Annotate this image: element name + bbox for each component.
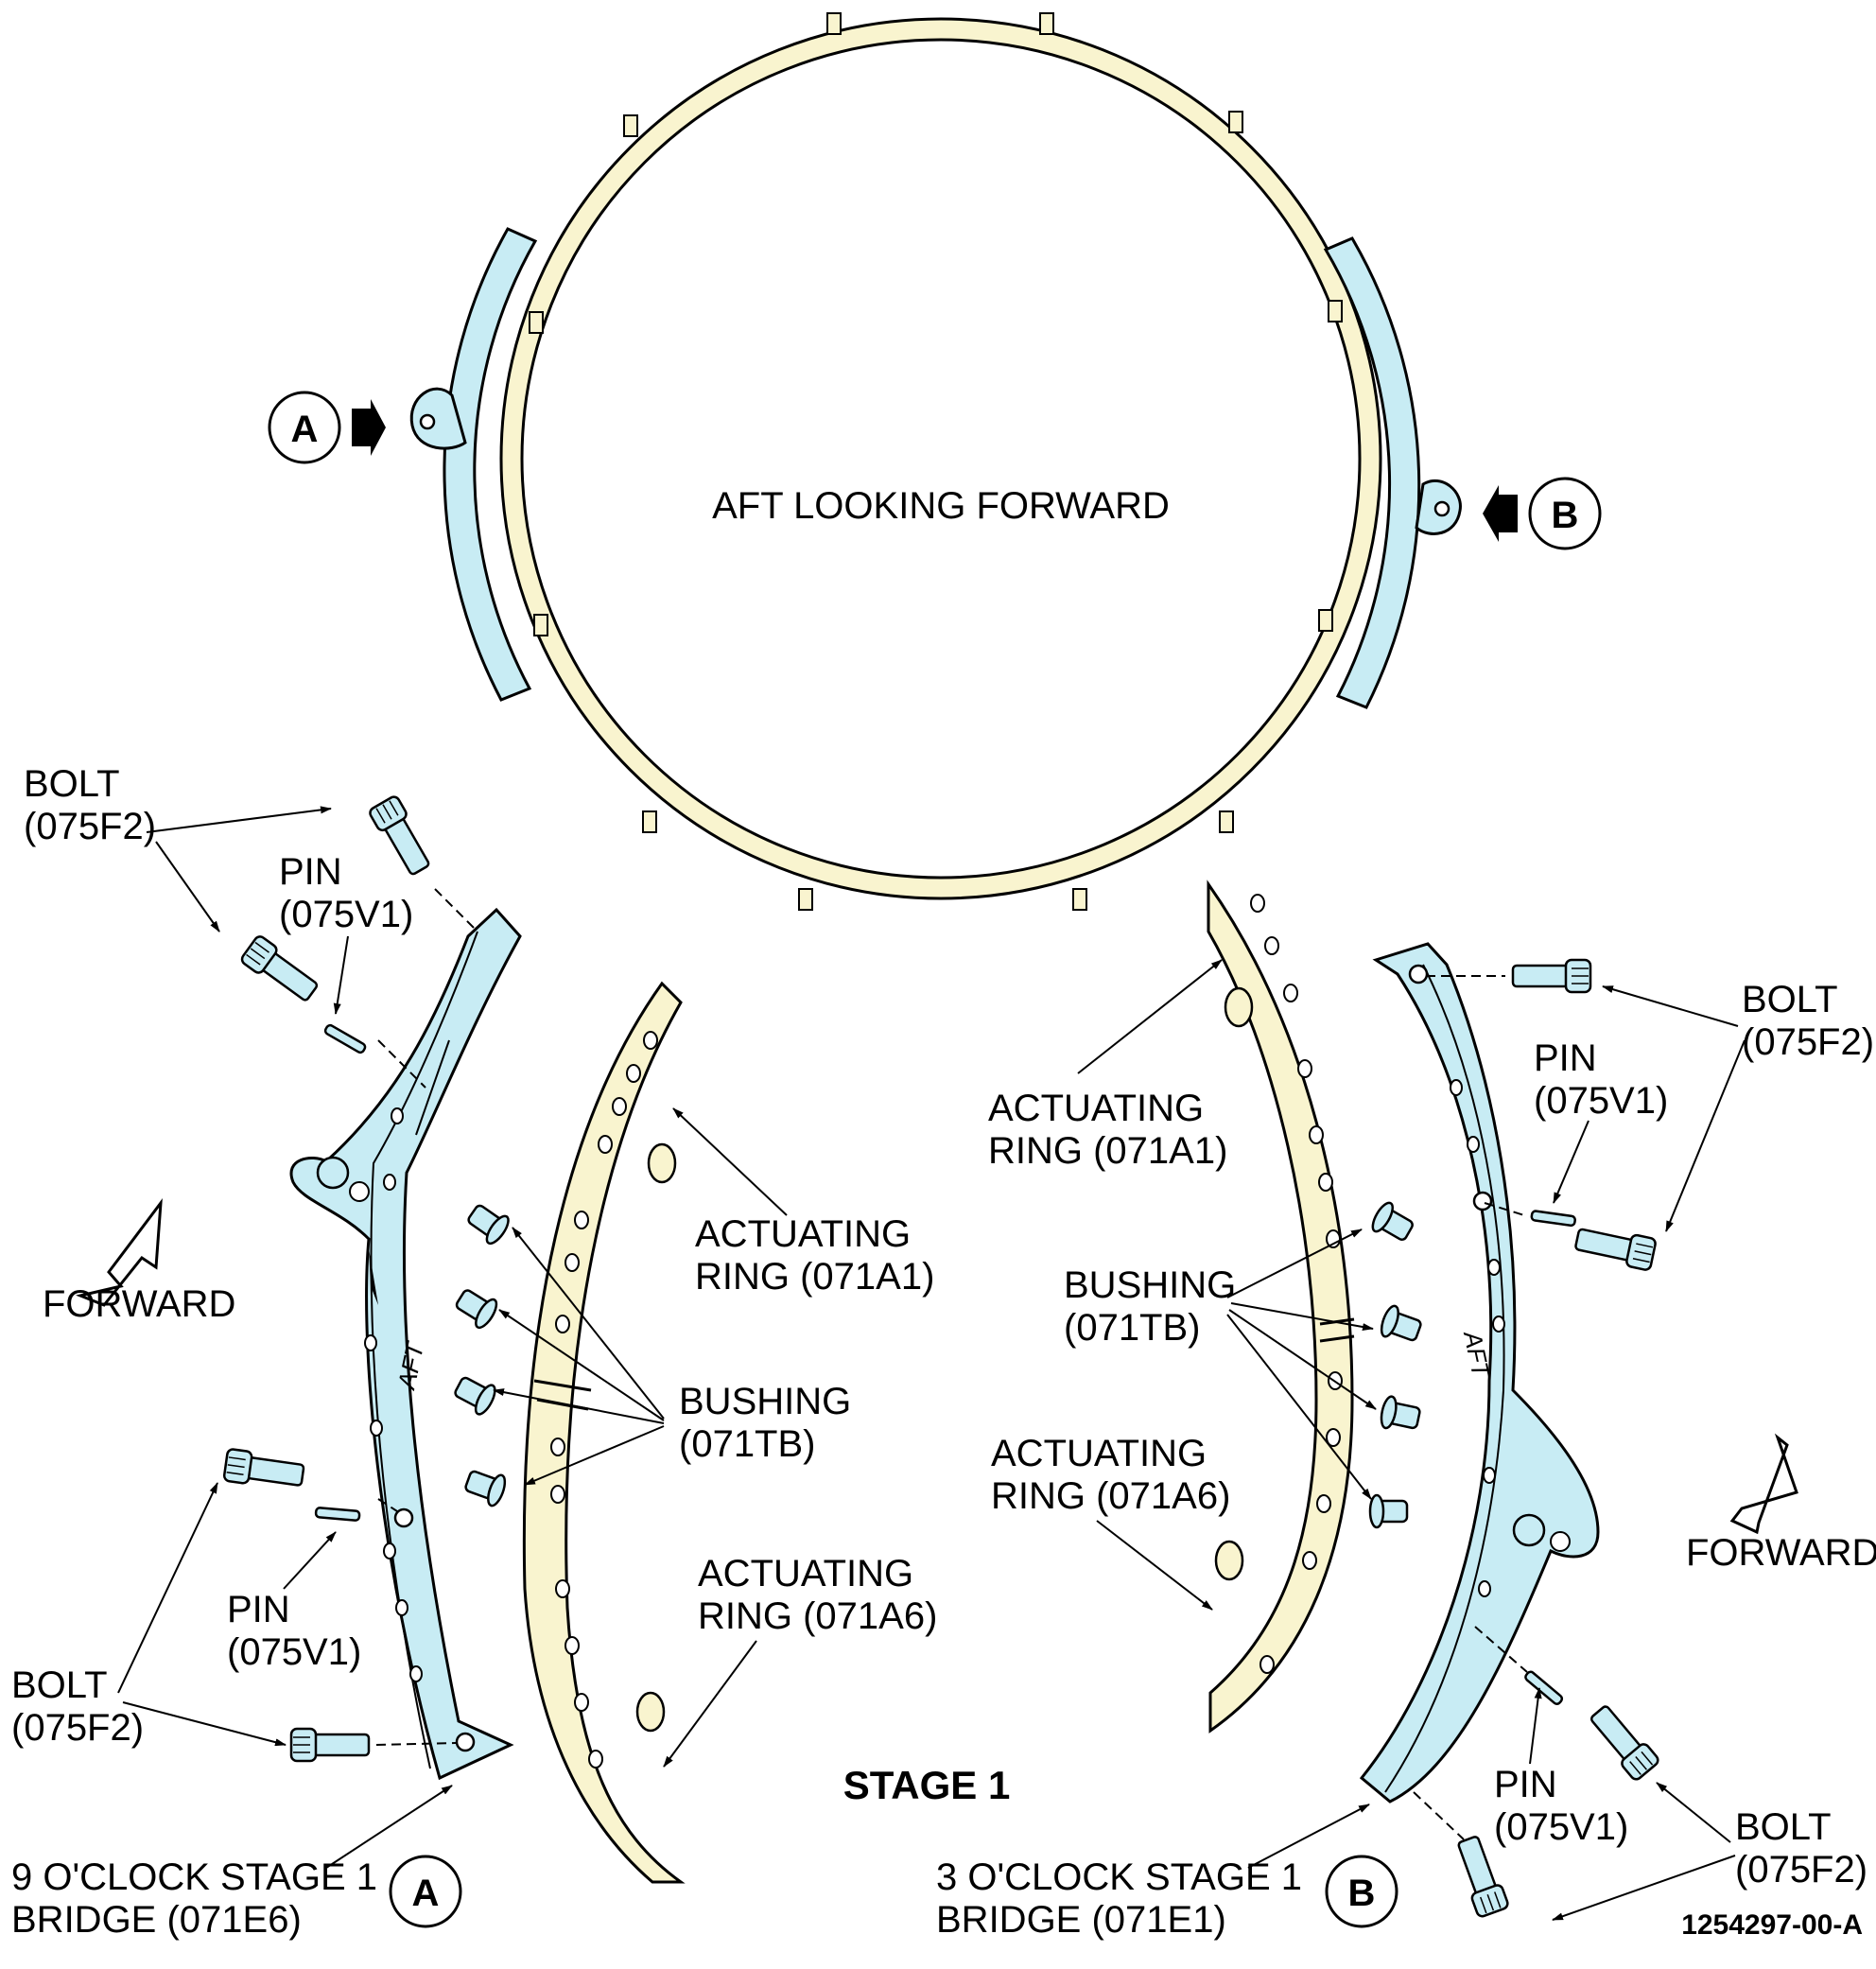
stage-label: STAGE 1 <box>843 1763 1011 1807</box>
detail-a-actuating-ring-6-label: ACTUATING RING (071A6) <box>698 1553 937 1637</box>
detail-b-pin-bottom-label: PIN (075V1) <box>1494 1764 1628 1848</box>
detail-a-bridge-face <box>370 931 478 1769</box>
overview-right-bridge <box>1323 236 1421 709</box>
marker-a-arrow-icon <box>352 399 386 456</box>
marker-a-callout: A <box>268 391 386 464</box>
detail-a-marker-circle <box>389 1855 462 1928</box>
detail-b-bridge-label: 3 O'CLOCK STAGE 1 BRIDGE (071E1) <box>936 1856 1312 1941</box>
overview-ring-group: AFT LOOKING FORWARD A B <box>268 12 1602 911</box>
detail-b-bolt-bottom-label: BOLT (075F2) <box>1735 1806 1867 1891</box>
detail-a-bridge-label: 9 O'CLOCK STAGE 1 BRIDGE (071E6) <box>11 1856 388 1941</box>
detail-b-bridge-face <box>1384 964 1505 1793</box>
detail-b-bushing-label: BUSHING (071TB) <box>1064 1264 1246 1349</box>
marker-a-circle <box>268 391 341 464</box>
detail-a-marker-label: A <box>412 1873 440 1914</box>
detail-a-forward-label: FORWARD <box>43 1283 235 1325</box>
detail-b-bolt-top-label: BOLT (075F2) <box>1742 979 1874 1063</box>
detail-a-bolt-bottom-label: BOLT (075F2) <box>11 1664 144 1749</box>
overview-caption: AFT LOOKING FORWARD <box>712 485 1170 527</box>
detail-a-bushing-label: BUSHING (071TB) <box>679 1381 861 1465</box>
figure-reference: 1254297-00-A <box>1681 1909 1863 1941</box>
detail-b-group: AFT FORWARD ACTUATING RING (071A1) BOLT … <box>936 880 1876 1941</box>
detail-b-actuating-ring-6-label: ACTUATING RING (071A6) <box>991 1433 1230 1517</box>
marker-b-arrow-icon <box>1483 485 1518 542</box>
detail-b-forward-arrow-icon <box>1729 1433 1798 1535</box>
detail-a-pin-bottom-label: PIN (075V1) <box>227 1589 361 1673</box>
marker-b-callout: B <box>1483 477 1602 550</box>
detail-b-marker-label: B <box>1348 1873 1376 1914</box>
overview-left-lug <box>409 387 467 450</box>
marker-b-circle <box>1528 477 1602 550</box>
detail-a-actuating-ring <box>522 981 686 1884</box>
marker-b-label: B <box>1552 495 1579 536</box>
detail-b-actuating-ring-1-label: ACTUATING RING (071A1) <box>988 1088 1227 1172</box>
marker-a-label: A <box>291 409 319 450</box>
detail-a-bolt-top-label: BOLT (075F2) <box>24 763 156 847</box>
overview-ring-inner <box>520 38 1362 880</box>
detail-a-pin-top-label: PIN (075V1) <box>279 851 413 935</box>
detail-a-actuating-ring-1-label: ACTUATING RING (071A1) <box>695 1213 934 1298</box>
overview-left-bridge <box>443 227 538 702</box>
detail-b-forward-label: FORWARD <box>1686 1532 1876 1574</box>
detail-a-group: AFT FORWARD BOLT (075F2) PIN (075V1) <box>11 763 937 1941</box>
detail-a-forward-arrow-icon <box>76 1198 163 1307</box>
detail-b-pin-top-label: PIN (075V1) <box>1534 1037 1668 1122</box>
detail-b-marker-circle <box>1325 1855 1398 1928</box>
